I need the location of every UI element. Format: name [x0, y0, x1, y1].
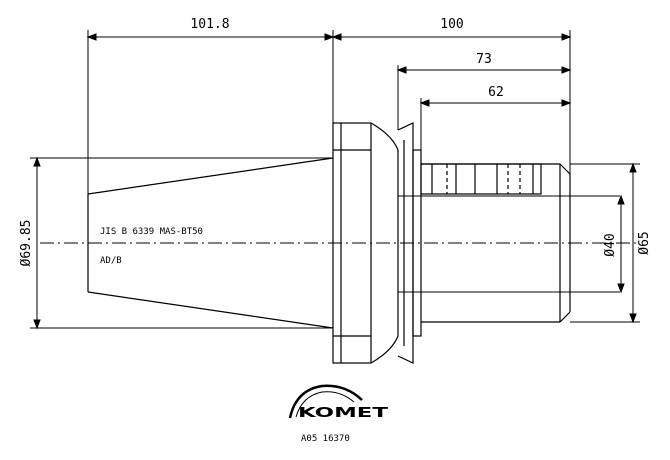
part-number: A05 16370	[301, 434, 350, 444]
body	[420, 163, 571, 323]
dim-73: 73	[476, 52, 492, 67]
flange	[332, 122, 422, 364]
sub-note: AD/B	[100, 256, 122, 266]
dim-dia-69-85: Ø69.85	[19, 220, 34, 267]
logo-brand: KOMET	[298, 406, 388, 421]
komet-logo: KOMET	[288, 384, 388, 421]
logo-arc-icon	[288, 384, 363, 419]
dim-dia-65: Ø65	[637, 231, 652, 254]
dim-100: 100	[440, 17, 463, 32]
dimension-lines-right	[570, 162, 640, 324]
dimension-line-left	[30, 156, 333, 330]
dim-dia-40: Ø40	[603, 233, 618, 256]
dim-62: 62	[488, 85, 504, 100]
standard-note: JIS B 6339 MAS-BT50	[100, 227, 203, 237]
taper-shank	[87, 157, 334, 329]
dimension-lines-top	[86, 30, 572, 194]
bore-hidden-lines	[397, 195, 620, 293]
dim-101-8: 101.8	[190, 17, 229, 32]
